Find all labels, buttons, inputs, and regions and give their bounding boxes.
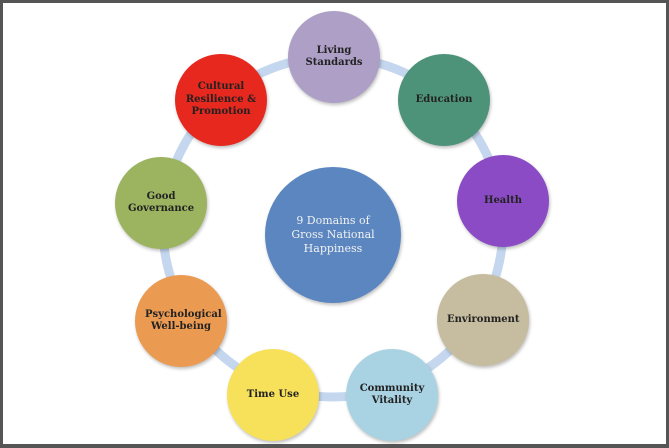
- domain-node: Environment: [437, 274, 529, 366]
- domain-label: Good Governance: [127, 190, 195, 215]
- domain-label: Health: [484, 194, 522, 206]
- domain-label: Community Vitality: [359, 382, 425, 407]
- domain-node: Community Vitality: [346, 349, 438, 441]
- domain-node: Education: [398, 54, 490, 146]
- domain-node: Cultural Resilience & Promotion: [175, 54, 267, 146]
- domain-label: Living Standards: [305, 44, 363, 69]
- domain-label: Environment: [447, 313, 520, 325]
- domain-label: Psychological Well-being: [145, 308, 222, 333]
- domain-node: Living Standards: [288, 11, 380, 103]
- domain-node: Health: [457, 155, 549, 247]
- domain-label: Time Use: [246, 388, 300, 400]
- domain-label: Cultural Resilience & Promotion: [185, 81, 257, 118]
- domain-node: Time Use: [227, 349, 319, 441]
- center-node: 9 Domains of Gross National Happiness: [265, 167, 401, 303]
- center-label: 9 Domains of Gross National Happiness: [291, 214, 375, 255]
- domain-node: Psychological Well-being: [135, 275, 227, 367]
- domain-label: Education: [415, 93, 473, 105]
- domain-node: Good Governance: [115, 157, 207, 249]
